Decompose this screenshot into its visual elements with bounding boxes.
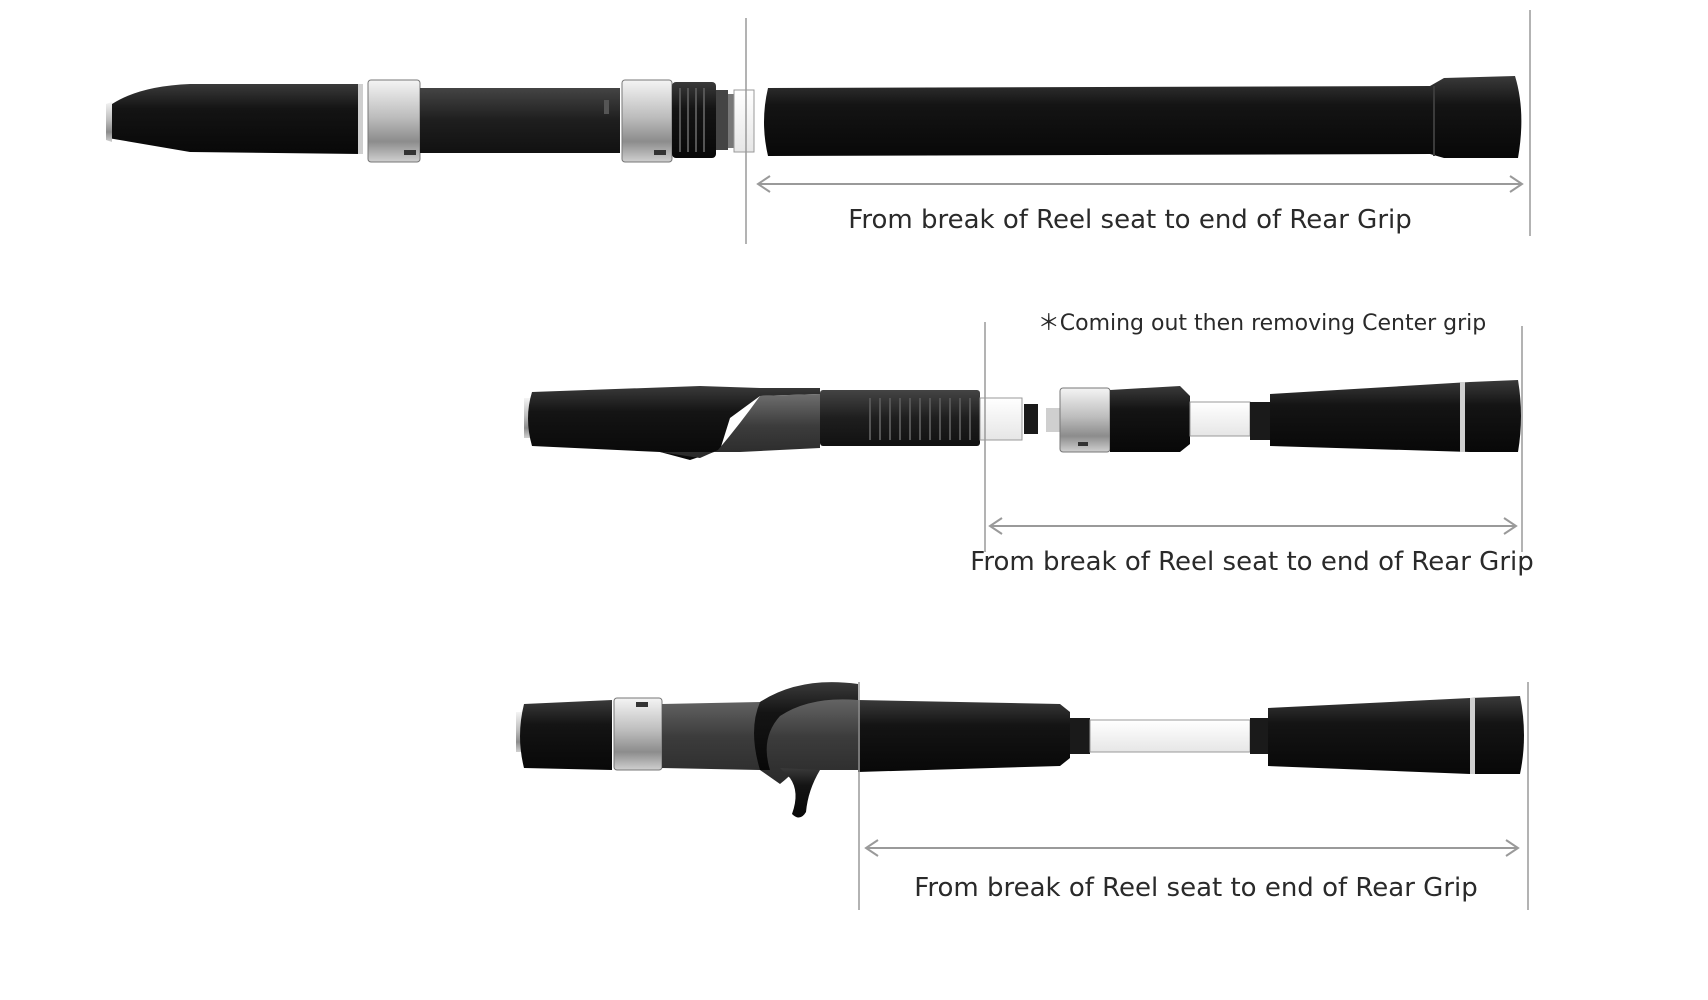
- rod-1-hood-front: [367, 79, 421, 163]
- rod-1-front-grip: [106, 84, 361, 154]
- rod-3-hood: [613, 697, 663, 771]
- rod-2-trigger: [660, 394, 820, 458]
- rod-1-end-cap: [106, 102, 112, 142]
- rod-3-handle: [516, 682, 858, 818]
- rod-1-reel-seat: [420, 88, 620, 153]
- rod-2-center-blank: [1189, 401, 1251, 437]
- rod-2-handle: [524, 386, 1038, 460]
- rod-1-blank: [733, 89, 755, 153]
- rod-3-trigger: [780, 768, 820, 818]
- rod-2-note: ＊Coming out then removing Center grip: [1038, 311, 1486, 336]
- rod-1-rear-grip: [764, 76, 1522, 158]
- rod-3-front-grip: [520, 700, 612, 770]
- diagram-2: ＊Coming out then removing Center grip: [524, 311, 1534, 577]
- rod-3-dimension-arrow: [864, 839, 1520, 857]
- diagram-3: From break of Reel seat to end of Rear G…: [516, 682, 1529, 910]
- rod-2-dimension-label: From break of Reel seat to end of Rear G…: [970, 547, 1533, 577]
- rod-2-rear-grip: [1250, 380, 1521, 452]
- rod-2-dimension-arrow: [988, 517, 1518, 535]
- rod-1-hood-rear: [621, 79, 673, 163]
- rod-1-dimension-label: From break of Reel seat to end of Rear G…: [848, 205, 1411, 235]
- rod-2-blank: [979, 397, 1023, 441]
- rod-3-rear-grip: [1250, 696, 1524, 774]
- rod-2-center-grip: [1046, 386, 1251, 453]
- rod-3-fore-grip: [858, 700, 1251, 772]
- rod-2-end-cap: [524, 398, 532, 438]
- rod-3-end-cap: [516, 712, 524, 752]
- rod-1-dimension-arrow: [756, 175, 1524, 193]
- diagram-1: From break of Reel seat to end of Rear G…: [106, 10, 1531, 244]
- rod-1-trim-ring-front: [358, 84, 363, 154]
- rod-3-blank: [1089, 719, 1251, 753]
- rod-1-handle: [106, 79, 755, 163]
- rod-1-lock-nut: [672, 82, 716, 158]
- rod-2-front-grip: [528, 386, 820, 460]
- rod-3-dimension-label: From break of Reel seat to end of Rear G…: [914, 873, 1477, 903]
